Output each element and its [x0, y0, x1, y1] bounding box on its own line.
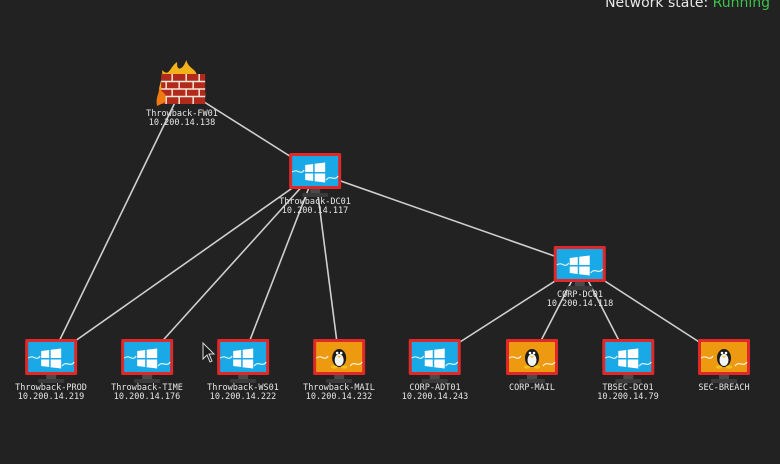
network-state-value: Running [712, 0, 770, 11]
node-sec-breach[interactable]: SEC-BREACH [697, 338, 751, 393]
node-name: CORP-DC01 [556, 290, 604, 300]
node-name: Throwback-DC01 [279, 197, 351, 207]
node-name: Throwback-PROD [15, 383, 87, 393]
firewall-icon [156, 60, 206, 106]
linux-monitor-icon [698, 339, 750, 383]
windows-monitor-icon [25, 339, 77, 383]
node-ip: 10.200.14.138 [148, 118, 216, 128]
linux-monitor-icon [313, 339, 365, 383]
node-name: Throwback-WS01 [207, 383, 279, 393]
node-corp-mail[interactable]: CORP-MAIL [505, 338, 559, 393]
node-name: TBSEC-DC01 [602, 383, 654, 393]
node-name: SEC-BREACH [698, 383, 750, 393]
link-dc01-corp-dc01 [314, 171, 581, 266]
windows-monitor-icon [554, 246, 606, 290]
node-ip: 10.200.14.222 [209, 392, 277, 402]
windows-monitor-icon [289, 153, 341, 197]
node-ip: 10.200.14.117 [281, 206, 349, 216]
node-ip: 10.200.14.79 [597, 392, 659, 402]
network-state-label: Network state: [605, 0, 709, 11]
network-state: Network state: Running [605, 0, 770, 11]
node-name: Throwback-TIME [111, 383, 183, 393]
node-ip: 10.200.14.176 [113, 392, 181, 402]
node-name: Throwback-FW01 [146, 109, 218, 119]
link-fw01-prod [50, 87, 183, 359]
link-dc01-mail [314, 171, 340, 359]
node-name: Throwback-MAIL [303, 383, 375, 393]
link-dc01-prod [50, 171, 316, 359]
linux-monitor-icon [506, 339, 558, 383]
node-ip: 10.200.14.243 [401, 392, 469, 402]
windows-monitor-icon [601, 339, 654, 383]
node-fw01[interactable]: Throwback-FW01 10.200.14.138 [146, 58, 218, 128]
windows-monitor-icon [121, 339, 173, 383]
node-name: CORP-MAIL [508, 383, 556, 393]
node-name: CORP-ADT01 [409, 383, 461, 393]
node-ip: 10.200.14.232 [305, 392, 373, 402]
mouse-pointer-icon [202, 342, 216, 363]
node-ip: 10.200.14.219 [17, 392, 85, 402]
windows-monitor-icon [217, 339, 269, 383]
link-dc01-time [146, 171, 316, 359]
node-ip: 10.200.14.118 [546, 299, 614, 309]
link-dc01-ws01 [242, 171, 316, 359]
windows-monitor-icon [409, 339, 461, 383]
